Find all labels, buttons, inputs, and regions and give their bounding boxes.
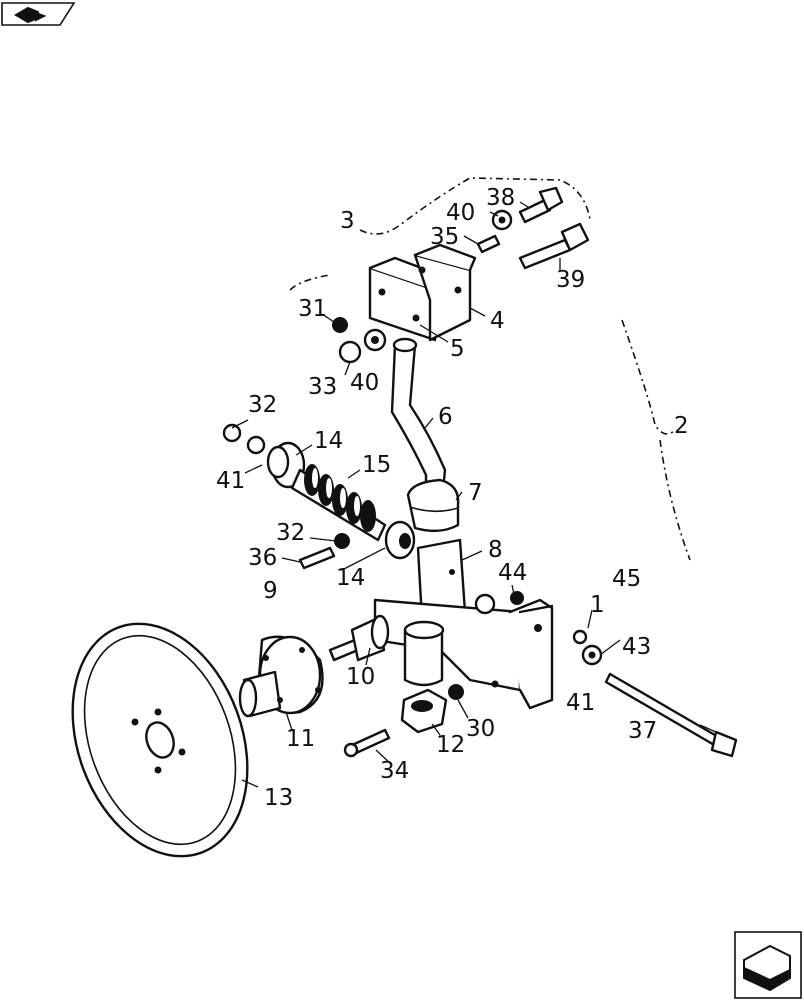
callout-41-right: 41 <box>566 690 595 716</box>
callout-15: 15 <box>362 452 391 478</box>
assembly-group-brackets <box>289 177 691 561</box>
callout-37: 37 <box>628 718 657 744</box>
callout-3: 3 <box>340 208 355 234</box>
callout-6: 6 <box>438 404 453 430</box>
leader-lines <box>231 201 717 788</box>
callout-7: 7 <box>468 480 483 506</box>
callout-9: 9 <box>263 578 278 604</box>
callout-32-mid: 32 <box>276 520 305 546</box>
hub <box>238 635 324 718</box>
callout-40-top: 40 <box>446 200 475 226</box>
callout-11: 11 <box>286 726 315 752</box>
callout-40-bottom: 40 <box>350 370 379 396</box>
callout-12: 12 <box>436 732 465 758</box>
collar <box>406 478 460 533</box>
callout-38: 38 <box>486 185 515 211</box>
callout-32-top: 32 <box>248 392 277 418</box>
callout-30: 30 <box>466 716 495 742</box>
callout-43: 44 <box>498 560 527 586</box>
callout-34: 34 <box>380 758 409 784</box>
callout-8: 8 <box>488 537 503 563</box>
callout-35: 35 <box>430 224 459 250</box>
callout-36: 36 <box>248 545 277 571</box>
bushing-tube <box>403 620 445 687</box>
callout-31: 31 <box>298 296 327 322</box>
callout-14-top: 14 <box>314 428 343 454</box>
callout-14-mid: 14 <box>336 565 365 591</box>
disc-blade <box>71 622 249 858</box>
shank <box>390 337 447 502</box>
spring-assembly <box>266 441 416 560</box>
callout-42: 43 <box>622 634 651 660</box>
long-bolt <box>572 629 738 758</box>
callout-2: 2 <box>674 413 689 439</box>
callout-44: 45 <box>612 566 641 592</box>
callout-1: 1 <box>590 592 605 618</box>
callout-33: 33 <box>308 374 337 400</box>
previous-page-icon[interactable] <box>1 2 76 26</box>
callout-41-left: 41 <box>216 468 245 494</box>
callout-5: 5 <box>450 336 465 362</box>
clamp-plates <box>368 243 477 342</box>
callout-10: 10 <box>346 664 375 690</box>
callout-labels: 38 40 35 3 39 4 31 5 33 40 6 2 32 14 15 … <box>216 185 689 811</box>
callout-13: 13 <box>264 785 293 811</box>
spindle <box>328 614 390 662</box>
callout-4: 4 <box>490 308 505 334</box>
next-page-icon[interactable] <box>734 931 802 999</box>
callout-39: 39 <box>556 267 585 293</box>
